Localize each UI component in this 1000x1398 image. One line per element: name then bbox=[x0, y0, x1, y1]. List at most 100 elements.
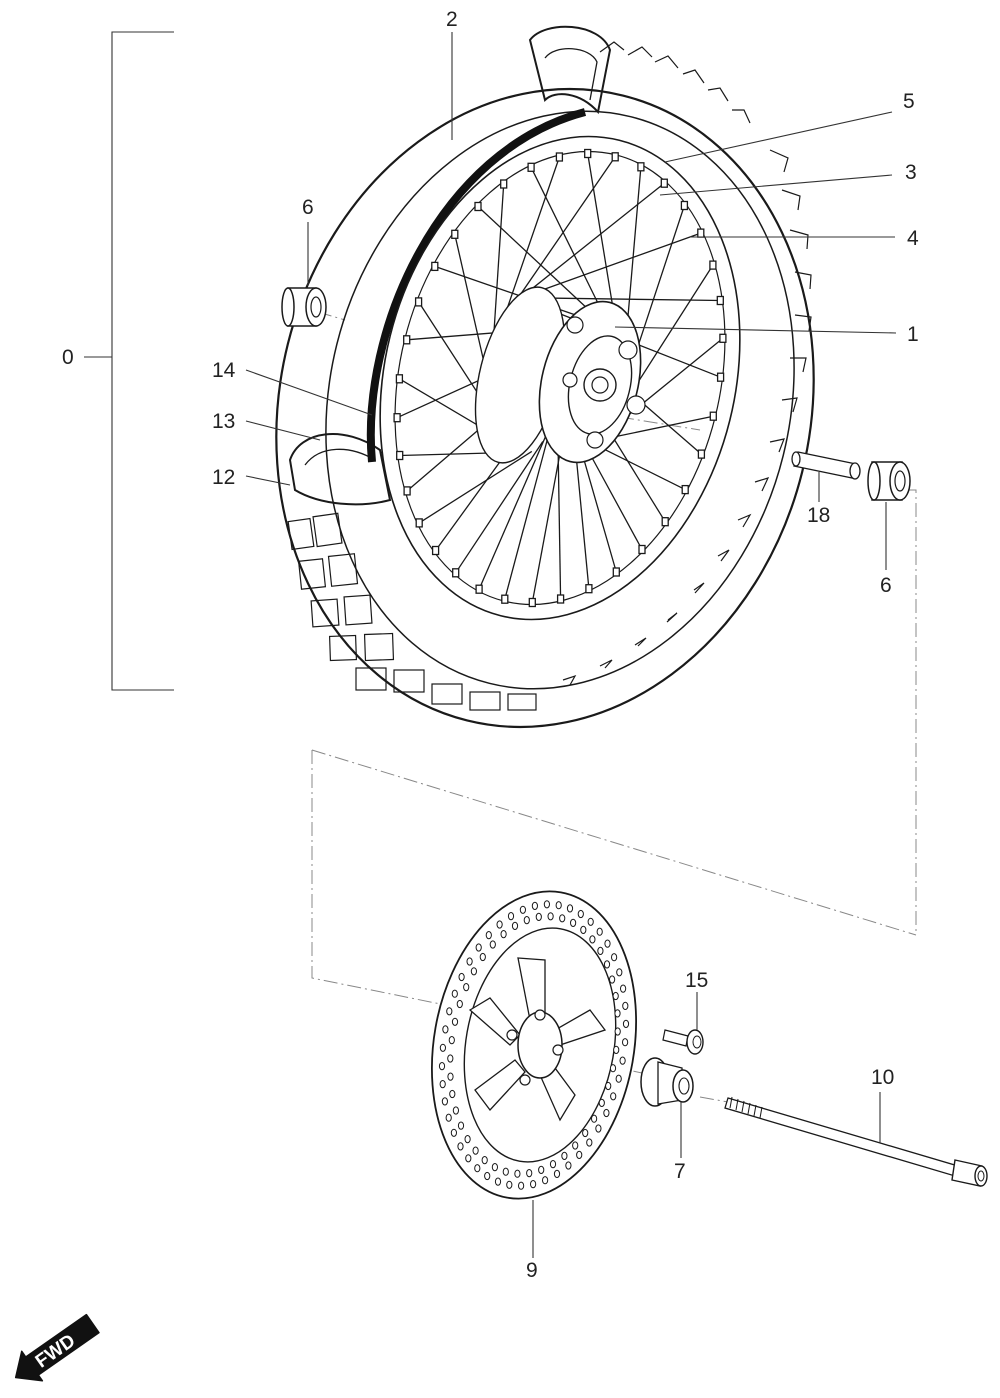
rim-strip bbox=[366, 108, 587, 463]
callout-6-left: 6 bbox=[302, 196, 314, 219]
callout-14: 14 bbox=[212, 359, 236, 382]
disc-vent-hole bbox=[591, 1114, 598, 1123]
disc-vent-hole bbox=[446, 1007, 453, 1016]
disc-vent-hole bbox=[566, 904, 574, 913]
disc-vent-hole bbox=[451, 989, 458, 998]
disc-vent-hole bbox=[450, 1128, 457, 1137]
disc-vent-hole bbox=[448, 1036, 455, 1045]
disc-vent-hole bbox=[441, 1097, 448, 1106]
disc-vent-hole bbox=[612, 991, 619, 1001]
front-axle bbox=[724, 1096, 988, 1187]
disc-vent-hole bbox=[447, 1054, 454, 1063]
callout-4: 4 bbox=[907, 227, 919, 250]
disc-vent-hole bbox=[489, 940, 496, 949]
disc-vent-hole bbox=[519, 905, 527, 914]
spoke bbox=[455, 441, 544, 574]
disc-vent-hole bbox=[457, 1121, 465, 1130]
callout-0: 0 bbox=[62, 346, 74, 369]
spoke-nipple bbox=[403, 486, 411, 496]
spoke-nipple bbox=[452, 568, 460, 578]
disc-vent-hole bbox=[555, 901, 562, 910]
disc-vent-hole bbox=[576, 1150, 583, 1160]
callout-1: 1 bbox=[907, 323, 919, 346]
disc-vent-hole bbox=[620, 984, 627, 993]
brake-disc bbox=[431, 890, 637, 1200]
collar-spacer bbox=[640, 1057, 694, 1107]
disc-vent-hole bbox=[472, 1146, 479, 1155]
spoke bbox=[418, 450, 533, 524]
spoke-nipple bbox=[403, 335, 411, 345]
disc-vent-hole bbox=[458, 972, 465, 982]
disc-vent-hole bbox=[604, 939, 611, 948]
spoke-nipple bbox=[681, 484, 689, 495]
disc-vent-hole bbox=[484, 1171, 491, 1181]
callout-10: 10 bbox=[871, 1066, 894, 1089]
disc-vent-hole bbox=[447, 1072, 454, 1081]
spoke bbox=[530, 167, 606, 318]
callout-6-right: 6 bbox=[880, 574, 892, 597]
disc-vent-hole bbox=[616, 968, 623, 977]
assembly-bracket bbox=[84, 31, 174, 691]
disc-vent-hole bbox=[466, 957, 473, 966]
disc-vent-hole bbox=[596, 927, 603, 936]
disc-vent-hole bbox=[614, 1009, 621, 1018]
disc-vent-hole bbox=[530, 1180, 537, 1189]
spoke-nipple bbox=[431, 261, 439, 272]
spoke-nipple bbox=[611, 152, 619, 162]
disc-vent-hole bbox=[615, 1074, 622, 1083]
spoke-nipple bbox=[612, 567, 620, 577]
spoke-nipple bbox=[474, 201, 482, 212]
spoke-nipple bbox=[638, 544, 646, 555]
disc-vent-hole bbox=[463, 983, 470, 992]
disc-vent-hole bbox=[622, 1001, 629, 1011]
spoke-nipple bbox=[584, 148, 592, 159]
bearing-left bbox=[281, 287, 327, 327]
disc-vent-hole bbox=[622, 1019, 630, 1029]
disc-vent-hole bbox=[531, 901, 539, 911]
callout-3: 3 bbox=[905, 161, 917, 184]
hub bbox=[474, 286, 646, 464]
disc-vent-hole bbox=[565, 1161, 572, 1170]
disc-vent-hole bbox=[439, 1080, 446, 1089]
spoke bbox=[504, 423, 553, 600]
disc-vent-hole bbox=[549, 1160, 557, 1169]
spoke bbox=[587, 153, 618, 330]
callout-7: 7 bbox=[674, 1160, 686, 1183]
spoke-nipple bbox=[697, 228, 705, 238]
disc-vent-hole bbox=[506, 1180, 513, 1189]
disc-vent-hole bbox=[445, 1113, 452, 1122]
spoke-nipple bbox=[556, 594, 565, 604]
callout-18: 18 bbox=[807, 504, 830, 527]
callout-labels: 0 2 5 3 4 1 6 14 13 12 18 6 15 10 7 9 bbox=[62, 8, 919, 1282]
spoke bbox=[477, 206, 592, 313]
callout-5: 5 bbox=[903, 90, 915, 113]
spoke-nipple bbox=[414, 297, 423, 307]
disc-vent-hole bbox=[543, 900, 551, 909]
disc-vent-hole bbox=[609, 1064, 617, 1073]
disc-vent-hole bbox=[502, 1167, 509, 1176]
spacer-tube bbox=[791, 451, 861, 480]
spoke bbox=[614, 415, 714, 438]
spoke-nipple bbox=[697, 449, 706, 459]
callout-12: 12 bbox=[212, 466, 235, 489]
disc-vent-hole bbox=[451, 1017, 459, 1026]
callout-13: 13 bbox=[212, 410, 235, 433]
spoke-nipple bbox=[660, 178, 668, 188]
spoke-nipple bbox=[393, 413, 401, 423]
disc-vent-hole bbox=[464, 1135, 471, 1144]
disc-vent-hole bbox=[580, 925, 587, 935]
spoke-nipple bbox=[719, 333, 727, 343]
disc-bolt bbox=[662, 1029, 704, 1055]
disc-vent-hole bbox=[613, 1045, 620, 1055]
spoke-nipple bbox=[709, 411, 717, 421]
disc-vent-hole bbox=[598, 1098, 605, 1108]
callout-15: 15 bbox=[685, 969, 708, 992]
spoke bbox=[531, 434, 565, 603]
disc-vent-hole bbox=[452, 1106, 459, 1115]
disc-vent-hole bbox=[526, 1169, 533, 1178]
disc-vent-hole bbox=[597, 946, 604, 956]
spoke-nipple bbox=[716, 372, 725, 382]
spoke bbox=[529, 297, 721, 302]
callout-2: 2 bbox=[446, 8, 458, 31]
disc-vent-hole bbox=[511, 921, 519, 931]
